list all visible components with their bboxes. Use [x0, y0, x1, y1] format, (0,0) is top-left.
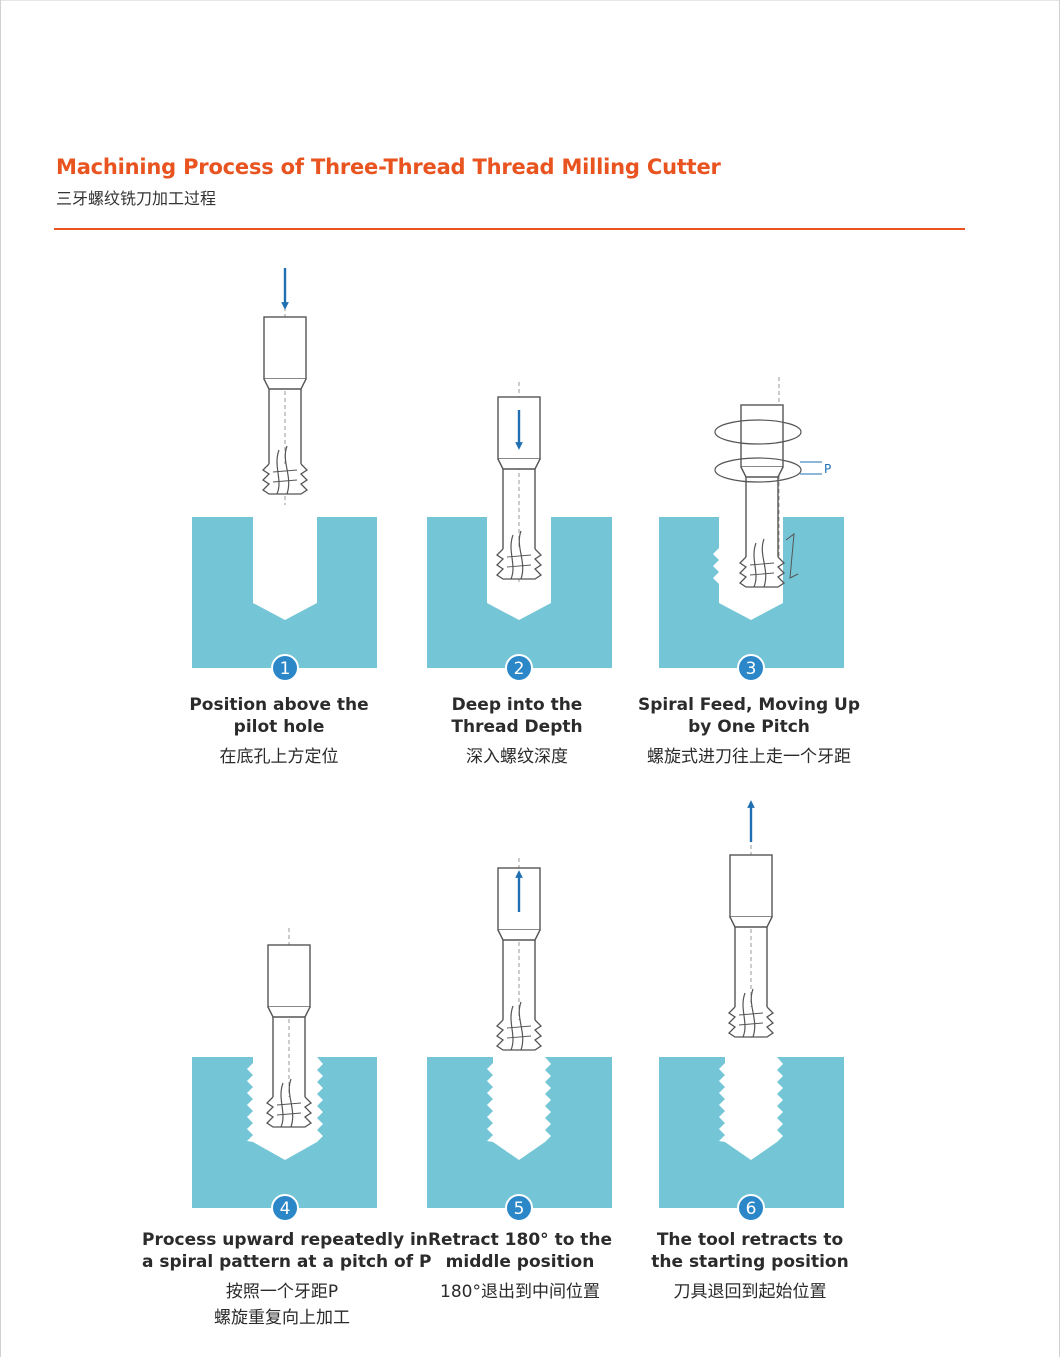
cutter-tool-2-taper	[497, 458, 541, 470]
step-2-caption: Deep into the Thread Depth 深入螺纹深度	[417, 694, 617, 770]
cutter-tool-5-neck	[502, 940, 536, 1020]
cutter-tool-3-flute-a	[753, 542, 757, 588]
cutter-tool-5-cutting-head	[495, 1019, 543, 1051]
step-1-badge-number: 1	[280, 659, 291, 679]
workpiece-block-5	[427, 1057, 612, 1208]
cutter-tool-6	[727, 854, 775, 1038]
cutter-tool-1-taper	[263, 378, 307, 390]
step-3-caption-en: Spiral Feed, Moving Up by One Pitch	[637, 695, 861, 737]
step-3-badge-number: 3	[746, 659, 757, 679]
cutter-tool-4-flute-b	[288, 1078, 294, 1128]
cutter-tool-1	[261, 316, 309, 495]
page-frame-top	[0, 0, 1060, 1]
step-6-badge	[737, 1194, 765, 1222]
cutter-tool-5-tooth-lines	[506, 1025, 532, 1039]
cutter-tool-4-cutting-head	[265, 1096, 313, 1128]
step-6-caption-cn: 刀具退回到起始位置	[673, 1282, 827, 1302]
cutter-tool-2-neck	[502, 469, 536, 549]
step-4-caption-cn: 按照一个牙距P 螺旋重复向上加工	[214, 1282, 350, 1328]
cutter-tool-3-tooth-lines	[749, 562, 775, 576]
title-divider	[54, 228, 965, 230]
cutter-tool-4-tooth-lines	[276, 1102, 302, 1116]
step-4-caption: Process upward repeatedly in a spiral pa…	[142, 1229, 432, 1331]
step-5-badge-number: 5	[514, 1199, 525, 1219]
cutter-tool-3	[738, 404, 786, 588]
cutter-tool-2-cutting-head	[495, 548, 543, 580]
cutter-tool-6-shank	[729, 854, 773, 918]
workpiece-block-4	[192, 1057, 377, 1208]
step-6-caption-en: The tool retracts to the starting positi…	[651, 1230, 849, 1272]
step-4-caption-en: Process upward repeatedly in a spiral pa…	[142, 1230, 432, 1272]
step-5-caption-en: Retract 180° to the middle position	[427, 1230, 613, 1272]
cutter-tool-4	[265, 944, 313, 1128]
step-1-caption-en: Position above the pilot hole	[189, 695, 369, 737]
step-4-badge-number: 4	[280, 1199, 291, 1219]
cutter-tool-4-taper	[267, 1006, 311, 1018]
cutter-tool-1-cutting-head	[261, 463, 309, 495]
spiral-path-upper	[714, 419, 802, 445]
pitch-label: P	[824, 462, 831, 476]
cutter-tool-4-shank	[267, 944, 311, 1008]
step-3-depth-mark	[785, 532, 799, 579]
workpiece-block-1	[192, 517, 377, 668]
cutter-tool-2-flute-b	[518, 530, 524, 580]
cutter-tool-1-tooth-lines	[272, 469, 298, 483]
step-6-badge-number: 6	[746, 1199, 757, 1219]
cutter-tool-1-flute-a	[276, 449, 280, 495]
cutter-tool-3-neck	[745, 477, 779, 557]
cutter-tool-6-flute-b	[750, 988, 756, 1038]
step-2-badge	[505, 654, 533, 682]
step-2-caption-cn: 深入螺纹深度	[466, 747, 568, 767]
cutter-tool-1-flute-b	[284, 445, 290, 495]
workpiece-block-6	[659, 1057, 844, 1208]
cutter-tool-2-tooth-lines	[506, 554, 532, 568]
spiral-path-lower	[714, 457, 802, 483]
step-2-badge-number: 2	[514, 659, 525, 679]
step-1-caption-cn: 在底孔上方定位	[219, 747, 339, 767]
step-6-caption: The tool retracts to the starting positi…	[650, 1229, 850, 1305]
step-3-caption-cn: 螺旋式进刀往上走一个牙距	[647, 747, 851, 767]
step-3-caption: Spiral Feed, Moving Up by One Pitch 螺旋式进…	[629, 694, 869, 770]
cutter-tool-3-flute-b	[761, 538, 767, 588]
page-subtitle-cn: 三牙螺纹铣刀加工过程	[56, 189, 217, 208]
cutter-tool-6-cutting-head	[727, 1006, 775, 1038]
step-5-badge	[505, 1194, 533, 1222]
step-1-caption: Position above the pilot hole 在底孔上方定位	[179, 694, 379, 770]
cutter-tool-5-flute-a	[510, 1005, 514, 1051]
cutter-tool-1-shank	[263, 316, 307, 380]
step-3-badge	[737, 654, 765, 682]
cutter-tool-1-neck	[268, 389, 302, 464]
step-1-badge	[271, 654, 299, 682]
cutter-tool-6-neck	[734, 927, 768, 1007]
step-5-caption-cn: 180°退出到中间位置	[440, 1282, 600, 1302]
cutter-tool-2-flute-a	[510, 534, 514, 580]
step-4-badge	[271, 1194, 299, 1222]
page-title: Machining Process of Three-Thread Thread…	[56, 155, 721, 179]
cutter-tool-5-flute-b	[518, 1001, 524, 1051]
cutter-tool-4-neck	[272, 1017, 306, 1097]
cutter-tool-6-taper	[729, 916, 773, 928]
cutter-tool-6-flute-a	[742, 992, 746, 1038]
workpiece-block-3	[659, 517, 844, 668]
cutter-tool-4-flute-a	[280, 1082, 284, 1128]
cutter-tool-5-taper	[497, 929, 541, 941]
step-2-caption-en: Deep into the Thread Depth	[451, 695, 583, 737]
cutter-tool-3-cutting-head	[738, 556, 786, 588]
workpiece-block-2	[427, 517, 612, 668]
cutter-tool-3-shank	[740, 404, 784, 468]
cutter-tool-3-taper	[740, 466, 784, 478]
cutter-tool-6-tooth-lines	[738, 1012, 764, 1026]
step-5-caption: Retract 180° to the middle position 180°…	[420, 1229, 620, 1305]
page-frame-left	[0, 0, 1, 1357]
